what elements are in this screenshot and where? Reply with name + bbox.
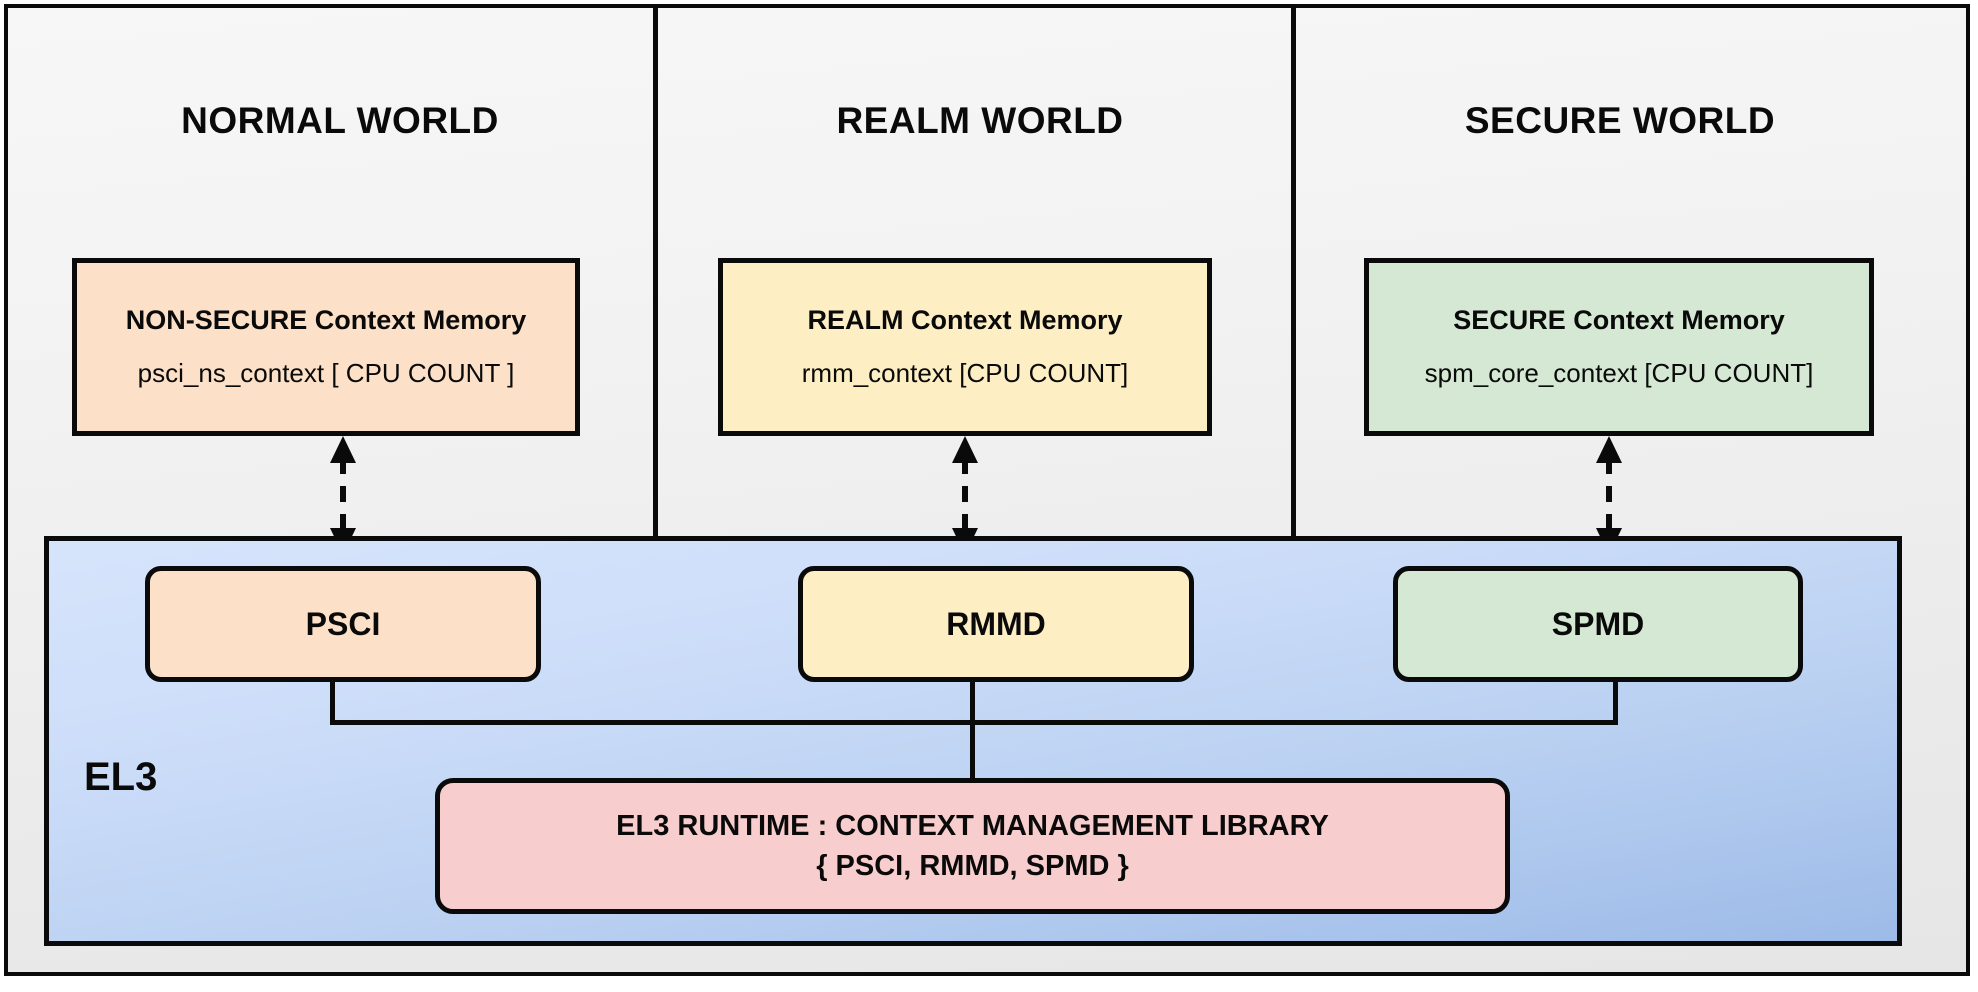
bus-stub-rmmd: [970, 682, 975, 725]
el3-panel-label: EL3: [84, 755, 158, 799]
dispatcher-box-rmmd[interactable]: RMMD: [798, 566, 1194, 682]
world-divider-normal-realm: [653, 8, 658, 536]
context-memory-title-non-secure: NON-SECURE Context Memory: [125, 305, 527, 335]
bus-stub-psci: [330, 682, 335, 725]
context-memory-symbol-non-secure: psci_ns_context [ CPU COUNT ]: [137, 358, 515, 388]
el3-runtime-library-title: EL3 RUNTIME : CONTEXT MANAGEMENT LIBRARY: [616, 809, 1329, 842]
context-memory-symbol-secure: spm_core_context [CPU COUNT]: [1424, 358, 1814, 388]
world-title-secure: SECURE WORLD: [1464, 100, 1776, 141]
world-title-realm: REALM WORLD: [836, 100, 1124, 141]
context-memory-box-realm[interactable]: REALM Context Memory rmm_context [CPU CO…: [718, 258, 1212, 436]
bus-stub-spmd: [1613, 682, 1618, 725]
bus-drop-to-runtime: [970, 720, 975, 780]
context-memory-title-realm: REALM Context Memory: [807, 305, 1123, 335]
el3-runtime-library-box[interactable]: EL3 RUNTIME : CONTEXT MANAGEMENT LIBRARY…: [435, 778, 1510, 914]
context-memory-title-secure: SECURE Context Memory: [1453, 305, 1785, 335]
context-memory-box-non-secure[interactable]: NON-SECURE Context Memory psci_ns_contex…: [72, 258, 580, 436]
context-memory-box-secure[interactable]: SECURE Context Memory spm_core_context […: [1364, 258, 1874, 436]
dispatcher-box-psci[interactable]: PSCI: [145, 566, 541, 682]
el3-runtime-library-components: { PSCI, RMMD, SPMD }: [816, 850, 1129, 882]
world-title-normal: NORMAL WORLD: [181, 100, 499, 141]
world-divider-realm-secure: [1291, 8, 1296, 536]
dispatcher-box-spmd[interactable]: SPMD: [1393, 566, 1803, 682]
context-memory-symbol-realm: rmm_context [CPU COUNT]: [801, 358, 1129, 388]
